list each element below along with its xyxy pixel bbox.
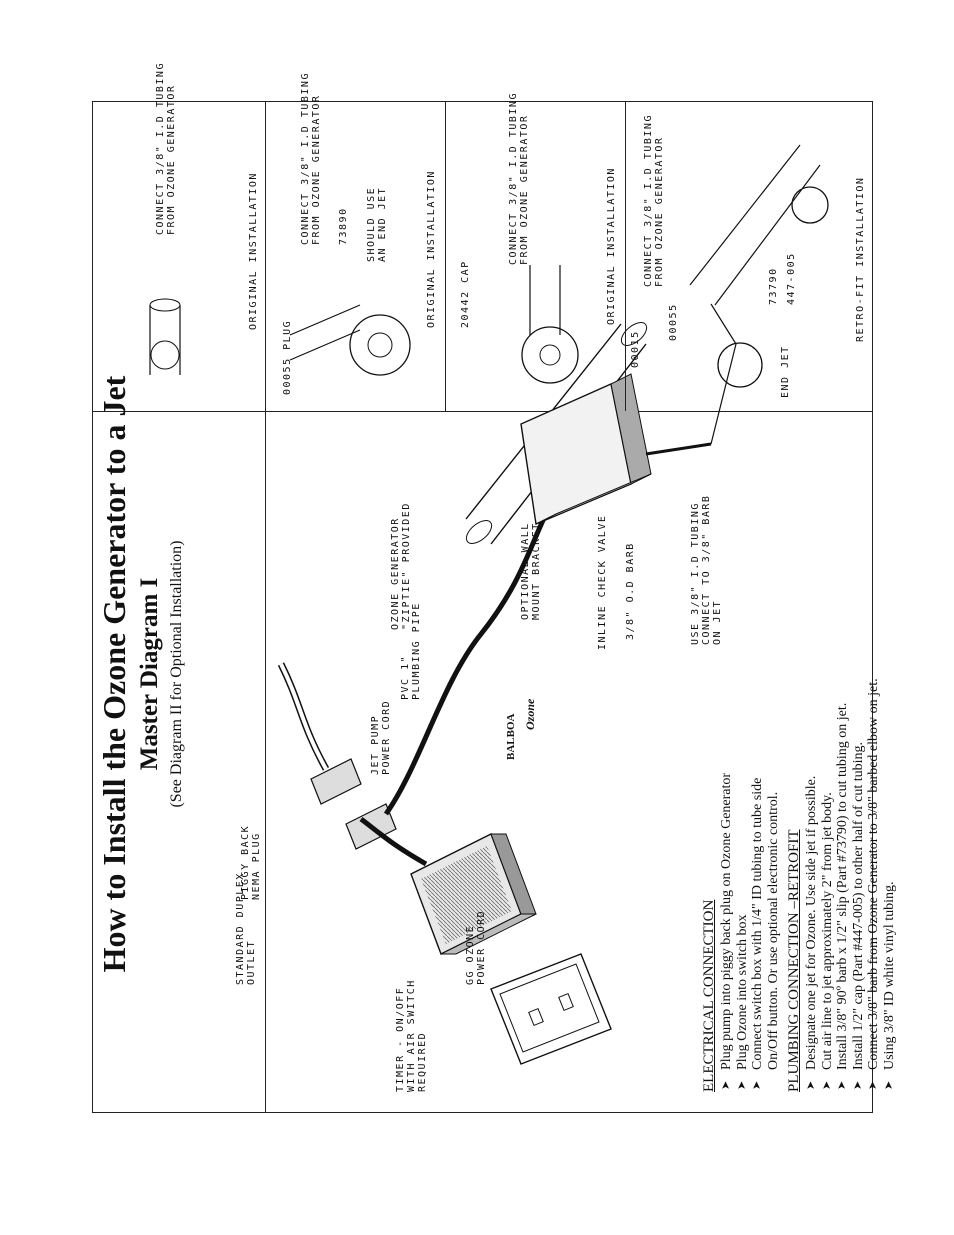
arrow-bullet-icon: ➤	[836, 1080, 849, 1090]
list-item: ➤Connect switch box with 1/4" ID tubing …	[750, 777, 766, 1090]
panel-separator	[625, 101, 626, 411]
list-item: ➤Connect 3/8" barb from Ozone Generator …	[866, 678, 882, 1090]
plumbing-list: ➤Designate one jet for Ozone. Use side j…	[804, 332, 898, 1092]
electrical-list: ➤Plug pump into piggy back plug on Ozone…	[719, 572, 781, 1092]
list-item: On/Off button. Or use optional electroni…	[765, 791, 781, 1070]
panel-4-jet-icon	[717, 342, 763, 388]
panel-2-plug-label: 00055 PLUG	[282, 319, 293, 395]
panel-2-part-label: 73890	[338, 207, 349, 245]
panel-1-pipe-end	[149, 298, 181, 312]
ozone-generator-icon	[520, 373, 652, 525]
panel-2-drawing	[289, 304, 411, 376]
panel-4-connect-label: CONNECT 3/8" I.D TUBING FROM OZONE GENER…	[643, 114, 665, 287]
panel-1-pipe-line	[149, 305, 181, 375]
list-item: ➤Cut air line to jet approximately 2" fr…	[819, 792, 835, 1090]
panel-2-caption: ORIGINAL INSTALLATION	[426, 170, 437, 328]
jet-cord-label: JET PUMP POWER CORD	[370, 699, 392, 775]
box-brand-label: BALBOA	[505, 713, 517, 760]
list-item: ➤Install 3/8" 90º barb x 1/2" slip (Part…	[835, 702, 851, 1090]
panel-4-part-00055: 00055	[668, 303, 679, 341]
panel-2-jet-icon	[349, 314, 411, 376]
check-valve-label: INLINE CHECK VALVE	[597, 514, 608, 650]
piggy-plug-label: PIGGY BACK NEMA PLUG	[240, 824, 262, 900]
panel-4-part-00015: 00015	[630, 330, 641, 368]
timer-label: TIMER - ON/OFF WITH AIR SWITCH REQUIRED	[395, 979, 428, 1092]
panel-separator	[445, 101, 446, 411]
panel-3-jet-icon	[521, 326, 579, 384]
arrow-bullet-icon: ➤	[720, 1080, 732, 1090]
panel-1-jet-icon	[150, 340, 180, 370]
arrow-bullet-icon: ➤	[735, 1080, 748, 1090]
installation-drawing	[277, 303, 737, 1065]
panel-3-pipe-line	[529, 265, 561, 335]
panel-3-cap-label: 20442 CAP	[460, 260, 471, 328]
panel-4-drawing	[689, 144, 829, 388]
list-item: ➤Plug pump into piggy back plug on Ozone…	[719, 772, 734, 1090]
panel-3-caption: ORIGINAL INSTALLATION	[606, 167, 617, 325]
panel-divider	[265, 101, 266, 1113]
arrow-bullet-icon: ➤	[805, 1080, 817, 1090]
gg-cord-label: GG OZONE POWER CORD	[465, 909, 487, 985]
panel-1-caption: ORIGINAL INSTALLATION	[248, 172, 259, 330]
panel-4-part-447-005: 447-005	[786, 252, 797, 305]
list-item: ➤Designate one jet for Ozone. Use side j…	[804, 775, 819, 1090]
diagram-frame	[92, 101, 873, 1113]
use-tubing-label: USE 3/8" I.D TUBING CONNECT TO 3/8" BARB…	[690, 494, 723, 645]
plumbing-heading: PLUMBING CONNECTION –RETROFIT	[786, 829, 802, 1093]
panel-divider-1	[92, 411, 873, 412]
panel-1-drawing	[149, 298, 181, 375]
arrow-bullet-icon: ➤	[820, 1080, 833, 1090]
arrow-bullet-icon: ➤	[882, 1080, 895, 1090]
barb-label: 3/8" O.D BARB	[625, 542, 636, 640]
check-valve-line	[645, 442, 712, 456]
arrow-bullet-icon: ➤	[851, 1080, 864, 1090]
list-item: ➤Plug Ozone into switch box	[734, 914, 750, 1090]
power-cord-line	[359, 817, 428, 867]
arrow-bullet-icon: ➤	[867, 1080, 880, 1090]
list-item: ➤Using 3/8" ID white vinyl tubing.	[881, 881, 897, 1091]
panel-4-end-jet-label: END JET	[780, 345, 791, 398]
panel-3-connect-label: CONNECT 3/8" I.D TUBING FROM OZONE GENER…	[508, 92, 530, 265]
panel-4-caption: RETRO-FIT INSTALLATION	[855, 176, 866, 342]
panel-4-jet-icon-2	[791, 186, 829, 224]
box-name-label: Ozone	[523, 698, 537, 730]
main-instructions: How to Install the Ozone Generator to a …	[86, 104, 897, 1104]
list-item: ➤Install 1/2" cap (Part #447-005) to oth…	[850, 741, 866, 1090]
panel-2-connect-label: CONNECT 3/8" I.D TUBING FROM OZONE GENER…	[300, 72, 322, 245]
panel-2-pipe-line	[289, 304, 361, 361]
ozone-cord-line	[383, 512, 549, 816]
wall-bracket-label: OPTIONAL WALL MOUNT BRACKET	[520, 522, 542, 620]
panel-3-drawing	[521, 265, 579, 384]
ozone-gen-label: OZONE GENERATOR "ZIPTIE" PROVIDED	[390, 502, 412, 630]
panel-separator	[265, 101, 266, 411]
panel-4-part-73790: 73790	[768, 267, 779, 305]
panel-1-connect-label: CONNECT 3/8" I.D TUBING FROM OZONE GENER…	[155, 62, 177, 235]
duplex-outlet-icon	[490, 953, 612, 1065]
switch-box-icon	[410, 833, 537, 955]
tubing-line	[710, 303, 737, 445]
panel-2-should-label: SHOULD USE AN END JET	[366, 186, 388, 262]
panel-4-pipe-line	[689, 144, 821, 306]
arrow-bullet-icon: ➤	[751, 1080, 764, 1090]
